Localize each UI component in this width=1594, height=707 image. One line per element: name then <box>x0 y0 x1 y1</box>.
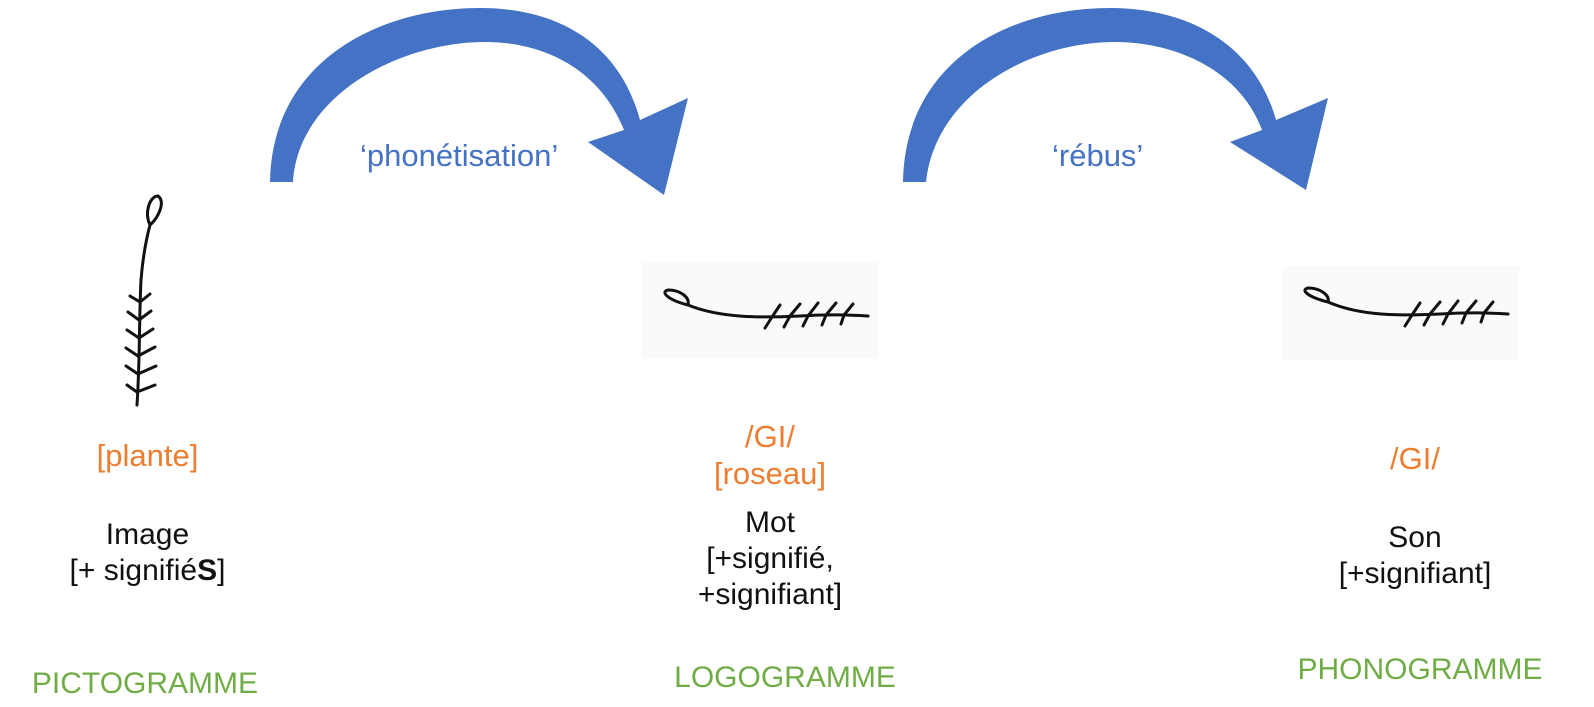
phonogram-reading: /GI/ <box>1390 441 1440 476</box>
pictogram-description: Image [+ signifiéS] <box>20 517 275 589</box>
description-line: Image <box>105 518 190 551</box>
reading-line: [roseau] <box>713 456 826 492</box>
phonetisation-label: ‘phonétisation’ <box>360 138 559 173</box>
phonogram-category: PHONOGRAMME <box>1297 653 1543 686</box>
description-line: Son <box>1388 521 1442 554</box>
pictogram-reading: [plante] <box>96 438 199 473</box>
phonogram-description: Son [+signifiant] <box>1290 520 1540 592</box>
reading-line: /GI/ <box>745 419 795 454</box>
rebus-arrow <box>903 8 1328 190</box>
description-line: [+signifié, <box>706 542 834 575</box>
phonetisation-arrow <box>270 8 688 195</box>
logogram-description: Mot [+signifié, +signifiant] <box>650 505 890 613</box>
description-line: [+ signifiéS] <box>69 554 226 587</box>
logogram-category: LOGOGRAMME <box>674 661 896 694</box>
description-line: +signifiant] <box>697 578 843 611</box>
description-line: Mot <box>744 506 795 539</box>
logogram-reading: /GI/ [roseau] <box>670 418 870 492</box>
reed-sign-vertical-icon <box>124 194 163 407</box>
pictogram-category: PICTOGRAMME <box>31 667 259 700</box>
rebus-label: ‘rébus’ <box>1052 138 1144 173</box>
description-line: [+signifiant] <box>1338 557 1492 590</box>
reed-sign-horizontal-icon <box>1303 286 1510 328</box>
reed-sign-horizontal-icon <box>663 288 870 330</box>
